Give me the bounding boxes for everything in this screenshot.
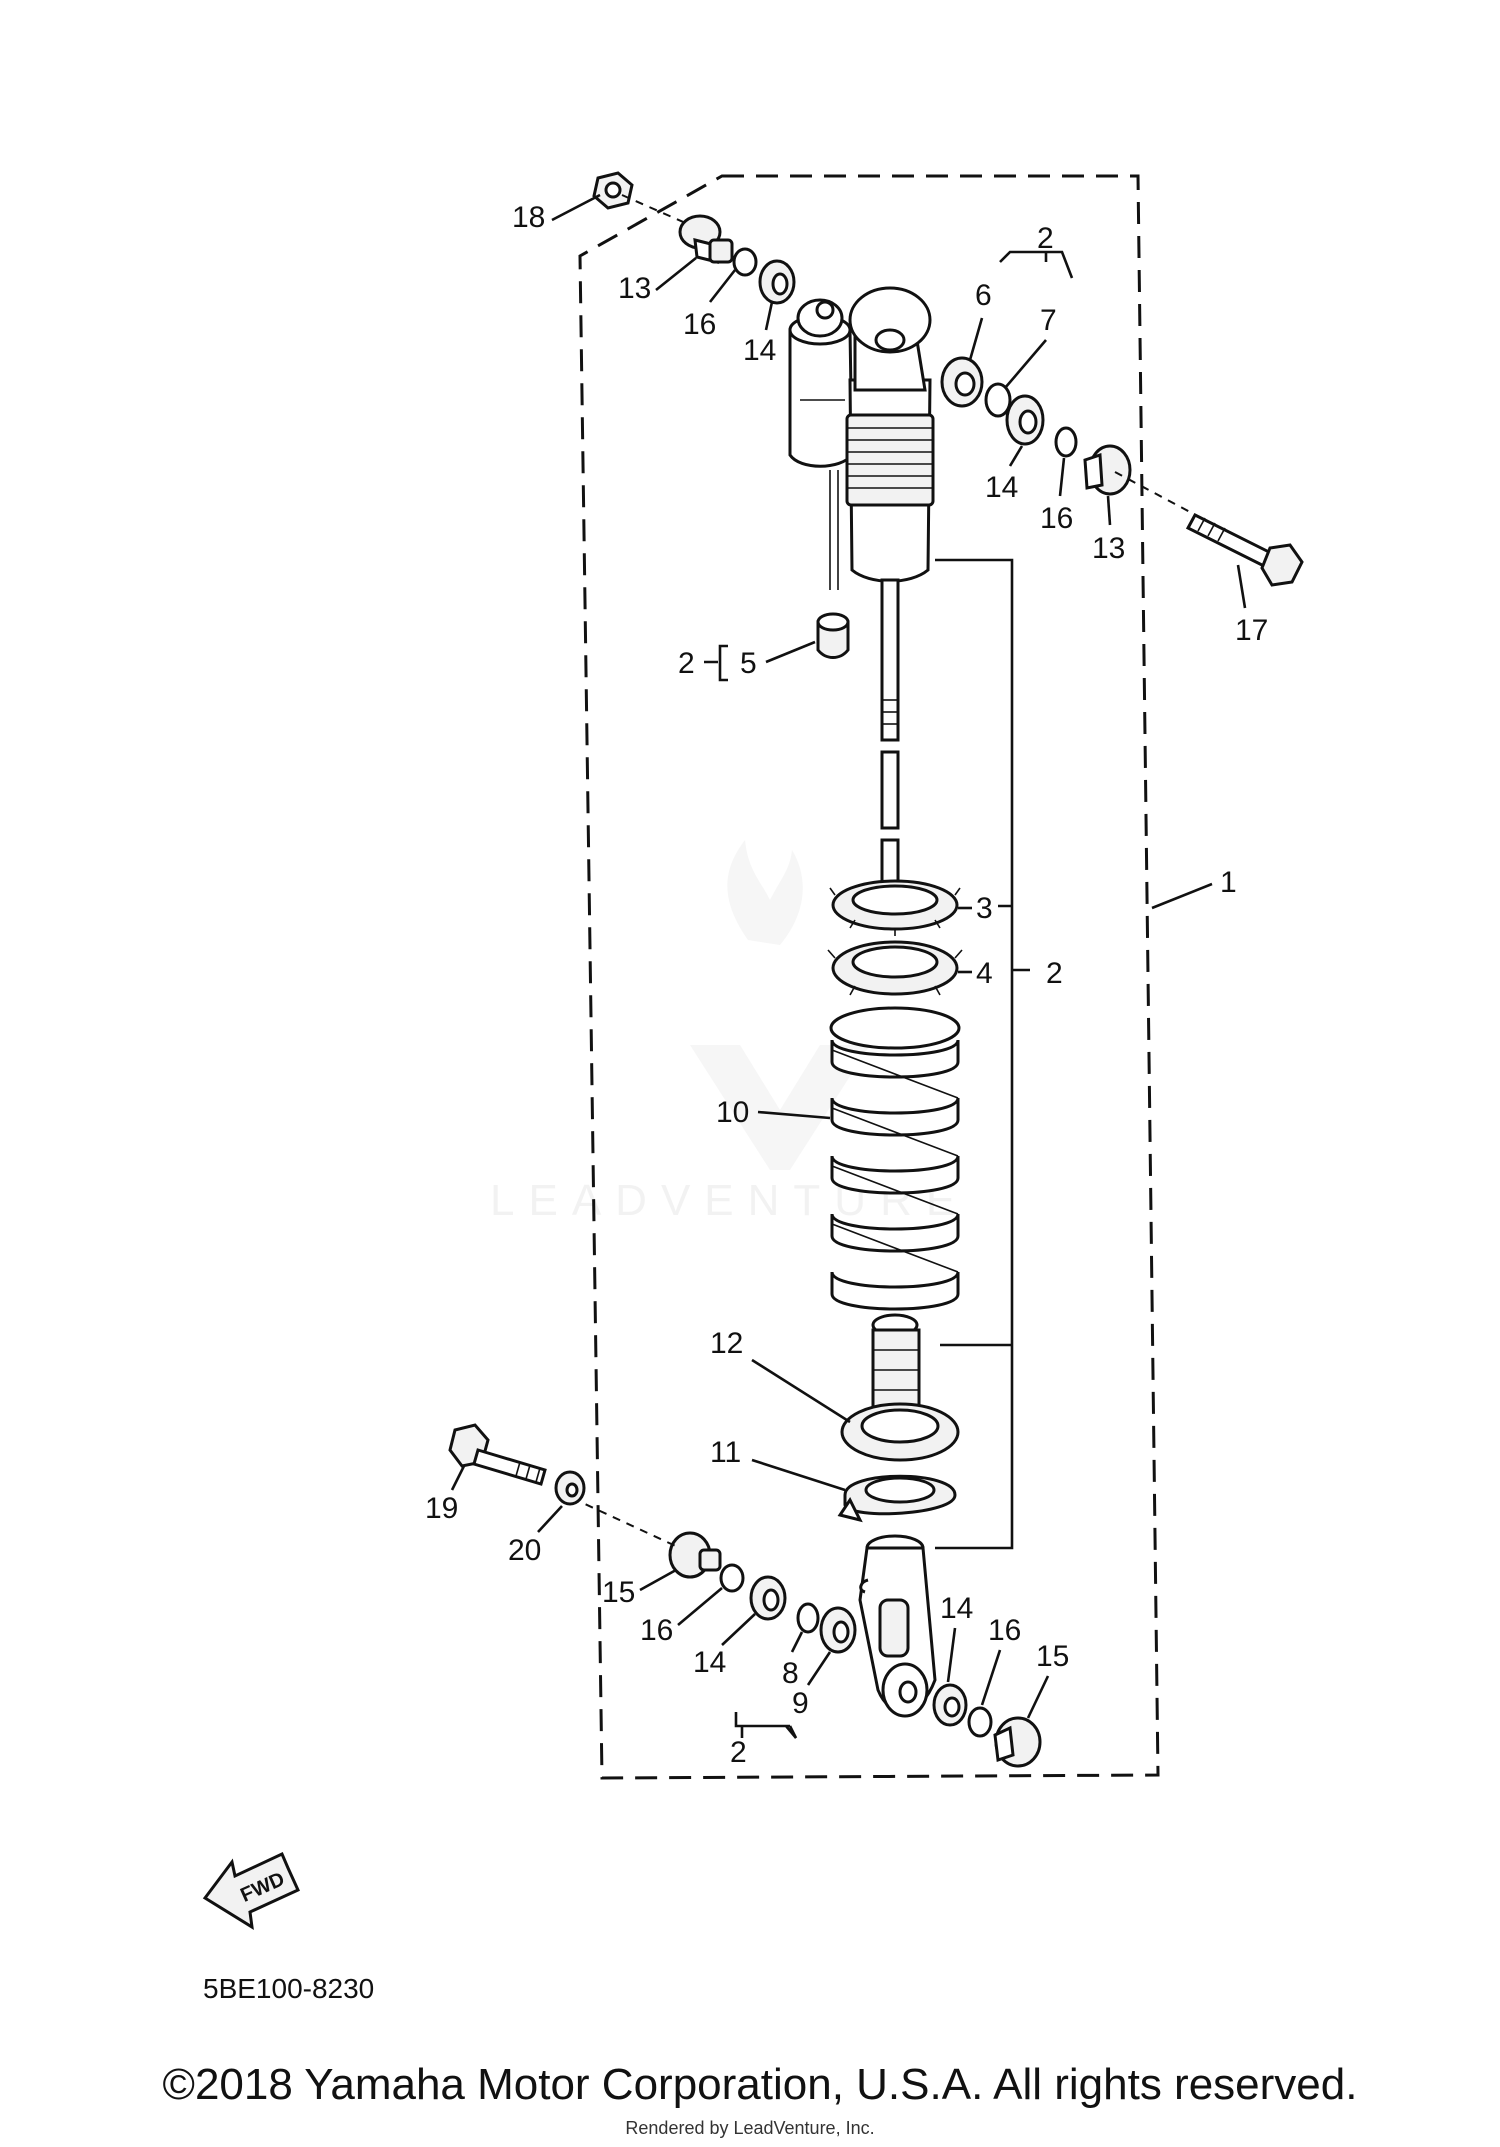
part-14-bearing-upper-left [758,259,796,305]
callout-20: 20 [508,1534,541,1567]
callout-7: 7 [1040,304,1057,337]
callout-3: 3 [976,892,993,925]
callout-13-upper-right: 13 [1092,532,1125,565]
part-19-bolt [448,1423,547,1486]
callouts: 18 13 16 14 2 6 7 14 16 13 17 2 5 [425,193,1268,1769]
rendered-by: Rendered by LeadVenture, Inc. [625,2118,875,2138]
callout-2-top: 2 [1037,222,1054,255]
callout-14-upper-right: 14 [985,471,1018,504]
callout-2-bottom: 2 [730,1736,747,1769]
part-13-collar-upper-right [1083,444,1132,496]
part-18-nut [592,171,634,210]
part-11-stopper [837,1474,957,1523]
part-14-bearing-upper-right [1005,394,1045,446]
callout-14-upper-left: 14 [743,334,776,367]
lower-bolt-axis [571,1497,681,1549]
fwd-arrow-icon: FWD [202,1851,300,1930]
part-15-collar-lower-left [668,1531,722,1579]
callout-15-lower-right: 15 [1036,1640,1069,1673]
diagram-code: 5BE100-8230 [203,1973,374,2004]
copyright-notice: ©2018 Yamaha Motor Corporation, U.S.A. A… [162,2060,1358,2109]
part-3-locknut [829,879,961,936]
callout-16-upper-right: 16 [1040,502,1073,535]
part-8-circlip [796,1602,820,1634]
shock-reservoir [788,298,854,590]
callout-16-upper-left: 16 [683,308,716,341]
callout-16-lower-left: 16 [640,1614,673,1647]
part-16-oring-upper-left [732,247,758,277]
part-6-bushing [940,356,984,408]
callout-13-upper-left: 13 [618,272,651,305]
part-7-circlip [984,382,1012,418]
callout-4: 4 [976,957,993,990]
callout-5: 5 [740,647,757,680]
callout-6: 6 [975,279,992,312]
upper-left-axis [621,194,691,226]
part-13-collar-upper-left [678,214,734,264]
callout-2-left: 2 [678,647,695,680]
callout-2-mid: 2 [1046,957,1063,990]
part-5-cap [816,612,850,659]
callout-19: 19 [425,1492,458,1525]
callout-10: 10 [716,1096,749,1129]
lower-clevis [858,1534,937,1718]
shock-body [845,286,935,902]
part-14-bearing-lower-right [932,1683,968,1727]
bottom-bracket [734,1712,798,1739]
callout-12: 12 [710,1327,743,1360]
part-17-bolt [1185,513,1304,587]
part-20-washer [554,1470,586,1506]
callout-9: 9 [792,1687,809,1720]
callout-17: 17 [1235,614,1268,647]
part-15-collar-lower-right [993,1716,1042,1768]
assembly-boundary [578,174,1160,1780]
part-4-adjuster [827,940,963,996]
part-10-spring [829,1006,961,1311]
part-16-oring-lower-left [719,1563,745,1593]
part-16-oring-lower-right [967,1706,993,1738]
bump-stop [871,1313,921,1417]
callout-11: 11 [710,1436,741,1469]
callout-15-lower-left: 15 [602,1576,635,1609]
callout-14-lower-right: 14 [940,1592,973,1625]
callout-8: 8 [782,1657,799,1690]
callout-1: 1 [1220,866,1237,899]
part-9-bushing [819,1606,857,1654]
upper-bolt-axis [1114,471,1206,521]
part-14-bearing-lower-left [749,1575,787,1621]
part-16-oring-upper-right [1054,426,1078,458]
callout-14-lower-left: 14 [693,1646,726,1679]
group-2-bracket [935,558,1030,1550]
part-12-spring-guide [840,1402,960,1462]
callout-18: 18 [512,201,545,234]
callout-16-lower-right: 16 [988,1614,1021,1647]
